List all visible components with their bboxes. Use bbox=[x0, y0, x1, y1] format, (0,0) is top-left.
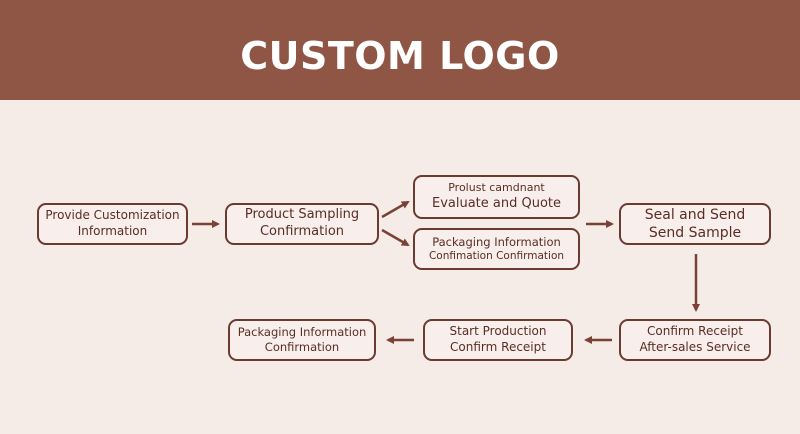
step-label-line1: Start Production bbox=[449, 324, 547, 339]
step-evaluate-quote: Prolust camdnant Evaluate and Quote bbox=[413, 175, 580, 219]
step-label-line1: Confirm Receipt bbox=[647, 324, 743, 339]
title-banner: CUSTOM LOGO bbox=[0, 0, 800, 100]
step-label-line1: Product Sampling bbox=[244, 207, 360, 223]
step-label-line2: Confirm Receipt bbox=[450, 340, 546, 354]
step-start-production: Start Production Confirm Receipt bbox=[423, 319, 573, 361]
step-label-line2: Confirmation bbox=[264, 340, 340, 354]
step-product-sampling: Product Sampling Confirmation bbox=[225, 203, 379, 245]
page-title: CUSTOM LOGO bbox=[240, 34, 560, 78]
step-label-line2: Information bbox=[77, 224, 148, 238]
arrow-sampling-to-packaging bbox=[381, 228, 410, 247]
step-confirm-receipt: Confirm Receipt After-sales Service bbox=[619, 319, 771, 361]
step-label-line2: Confimation Confirmation bbox=[428, 249, 565, 262]
step-seal-and-send: Seal and Send Send Sample bbox=[619, 203, 771, 245]
arrow-sampling-to-evaluate bbox=[381, 200, 410, 219]
step-label-line2: Evaluate and Quote bbox=[431, 195, 562, 211]
step-label-line2: After-sales Service bbox=[639, 340, 751, 354]
step-label-line2: Confirmation bbox=[259, 224, 345, 239]
step-label-line1: Packaging Information bbox=[432, 234, 561, 249]
step-packaging-information-bottom: Packaging Information Confirmation bbox=[228, 319, 376, 361]
step-packaging-information-top: Packaging Information Confimation Confir… bbox=[413, 228, 580, 270]
step-label-line1: Prolust camdnant bbox=[448, 181, 545, 195]
step-label-line1: Seal and Send bbox=[644, 206, 746, 223]
step-label-line2: Send Sample bbox=[648, 225, 742, 241]
step-provide-customization: Provide Customization Information bbox=[37, 203, 188, 245]
step-label-line1: Packaging Information bbox=[237, 325, 367, 340]
step-label-line1: Provide Customization bbox=[45, 208, 180, 223]
